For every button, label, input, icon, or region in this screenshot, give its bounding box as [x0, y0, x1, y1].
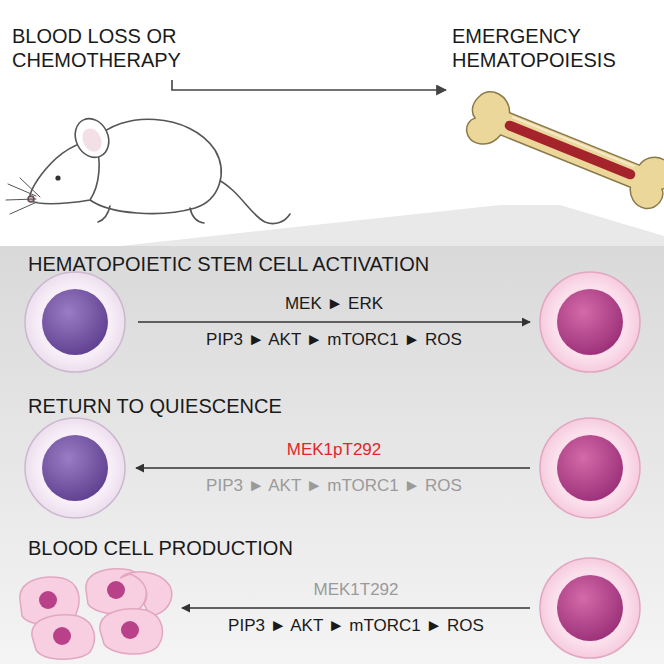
condition-text: EMERGENCY HEMATOPOIESIS — [452, 24, 652, 72]
section-heading: BLOOD CELL PRODUCTION — [28, 536, 293, 560]
pathway-text: PIP3 ► AKT ► mTORC1 ► ROS — [164, 476, 504, 496]
pathway-text: MEK ► ERK — [164, 294, 504, 314]
phospho-site-text: MEK1T292 — [186, 580, 526, 600]
zoom-funnel — [120, 205, 664, 246]
pathway-arrow — [138, 321, 530, 323]
section-heading: HEMATOPOIETIC STEM CELL ACTIVATION — [28, 252, 429, 276]
bone-drawing — [461, 86, 664, 216]
pathway-text: PIP3 ► AKT ► mTORC1 ► ROS — [186, 616, 526, 636]
blood-cells — [20, 569, 172, 659]
pathway-text: PIP3 ► AKT ► mTORC1 ► ROS — [164, 330, 504, 350]
activated-cell — [540, 272, 640, 372]
trigger-arrow — [172, 80, 446, 90]
pathway-arrow — [136, 467, 530, 469]
condition-text: BLOOD LOSS OR CHEMOTHERAPY — [12, 24, 212, 72]
phospho-site-text: MEK1pT292 — [164, 440, 504, 460]
quiescent-cell — [25, 418, 125, 518]
activated-cell — [540, 558, 640, 658]
trigger-label: BLOOD LOSS OR CHEMOTHERAPY — [12, 24, 212, 76]
pathway-arrow — [182, 607, 530, 609]
activated-cell — [540, 418, 640, 518]
panel-ground — [0, 246, 664, 664]
quiescent-cell — [25, 272, 125, 372]
mouse-drawing — [6, 113, 290, 223]
outcome-label: EMERGENCY HEMATOPOIESIS — [452, 24, 652, 76]
section-heading: RETURN TO QUIESCENCE — [28, 394, 282, 418]
